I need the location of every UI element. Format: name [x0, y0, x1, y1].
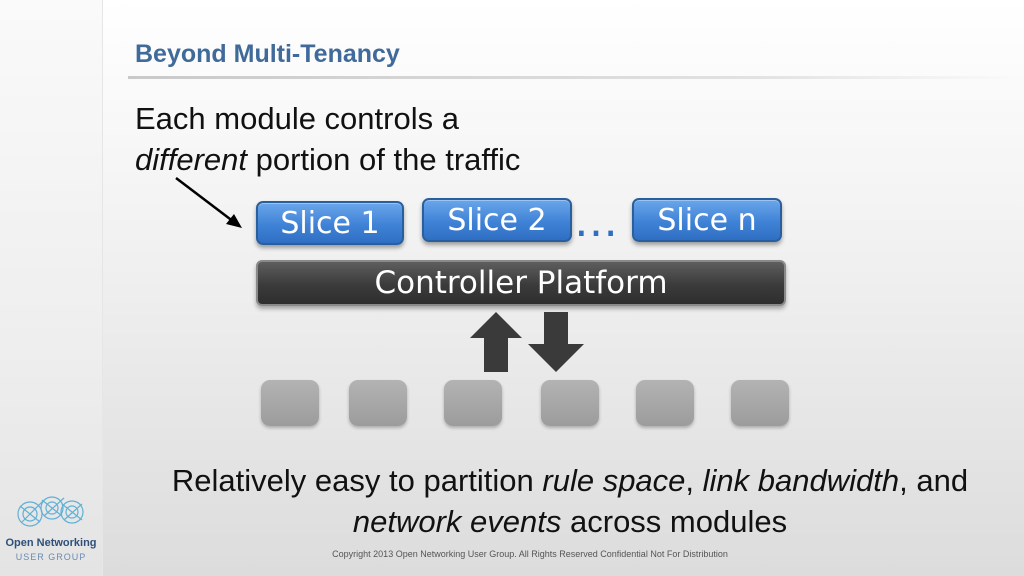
title-divider: [128, 76, 1024, 79]
bottom-emphasis-link-bandwidth: link bandwidth: [702, 463, 900, 498]
switch-node-1: [261, 380, 319, 426]
bottom-emphasis-rule-space: rule space: [542, 463, 686, 498]
onug-logo-icon: [17, 496, 84, 527]
sidebar: [0, 0, 103, 576]
bottom-text-part: , and: [899, 463, 969, 498]
logo-subtitle: USER GROUP: [15, 552, 87, 562]
switch-node-4: [541, 380, 599, 426]
bottom-text-part: ,: [685, 463, 703, 498]
switch-node-6: [731, 380, 789, 426]
switch-node-2: [349, 380, 407, 426]
bottom-text-part: across modules: [561, 504, 788, 539]
up-arrow-icon: [470, 312, 522, 372]
slice-ellipsis: …: [574, 196, 620, 247]
controller-platform-box: Controller Platform: [256, 260, 786, 306]
bottom-text-part: Relatively easy to partition: [171, 463, 543, 498]
up-down-arrows-icon: [470, 312, 584, 372]
slice-2-box: Slice 2: [422, 198, 572, 242]
lead-line1: Each module controls a: [135, 101, 459, 136]
pointer-arrow-icon: [175, 177, 242, 228]
slice-n-box: Slice n: [632, 198, 782, 242]
switch-node-5: [636, 380, 694, 426]
lead-rest: portion of the traffic: [247, 142, 521, 177]
switch-node-3: [444, 380, 502, 426]
lead-text: Each module controls a different portion…: [135, 98, 595, 180]
down-arrow-icon: [528, 312, 584, 372]
bottom-text: Relatively easy to partition rule space,…: [150, 460, 990, 542]
copyright-notice: Copyright 2013 Open Networking User Grou…: [332, 549, 728, 559]
logo-name: Open Networking: [5, 537, 97, 549]
lead-emphasis: different: [135, 142, 248, 177]
slice-1-box: Slice 1: [256, 201, 404, 245]
bottom-emphasis-network-events: network events: [352, 504, 562, 539]
slide-title: Beyond Multi-Tenancy: [135, 40, 400, 68]
